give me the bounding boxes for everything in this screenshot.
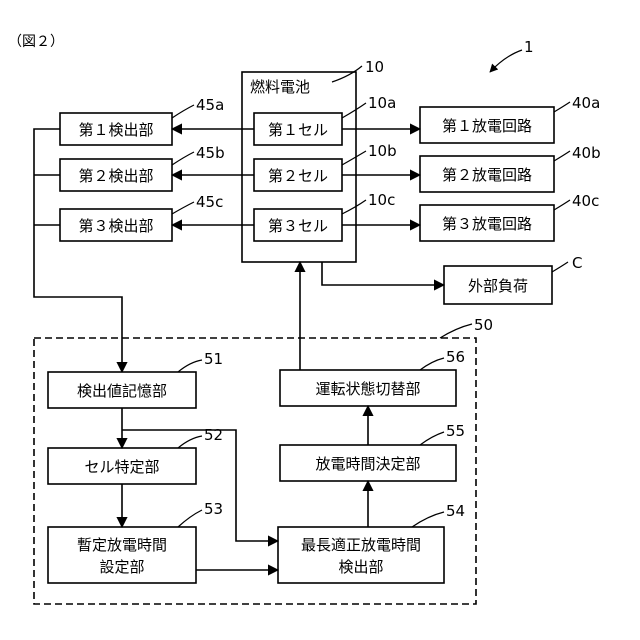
cell-identify-ref: 52: [204, 426, 223, 444]
detector-3-label: 第３検出部: [78, 217, 153, 235]
decide-block-label: 放電時間決定部: [315, 455, 420, 473]
discharge-2-ref: 40b: [572, 144, 601, 162]
switch-block-label: 運転状態切替部: [315, 380, 420, 398]
system-ref-arrow: [490, 50, 522, 72]
detector-1-ref: 45a: [196, 96, 224, 114]
detector-2-label: 第２検出部: [78, 167, 153, 185]
cell-identify-leader: [178, 436, 202, 448]
cell-1-label: 第１セル: [268, 121, 328, 139]
memory-block-ref: 51: [204, 350, 223, 368]
cell-2-ref: 10b: [368, 142, 397, 160]
decide-block-ref: 55: [446, 422, 465, 440]
switch-block-leader: [420, 358, 444, 370]
memory-block-leader: [178, 360, 202, 372]
decide-block-leader: [420, 432, 444, 445]
detector-3-leader: [172, 202, 194, 214]
cell-3-ref: 10c: [368, 191, 395, 209]
cell-3-label: 第３セル: [268, 217, 328, 235]
discharge-3-leader: [554, 200, 570, 210]
discharge-1-leader: [554, 102, 570, 112]
memory-block-label: 検出値記憶部: [77, 382, 167, 400]
fuel-cell-label: 燃料電池: [250, 78, 310, 96]
controller-leader: [440, 324, 472, 338]
discharge-2-label: 第２放電回路: [442, 166, 532, 184]
longest-block-line1: 最長適正放電時間: [301, 536, 421, 554]
external-load-leader: [552, 262, 568, 272]
cell-identify-label: セル特定部: [84, 458, 159, 476]
cell-2-label: 第２セル: [268, 167, 328, 185]
discharge-1-ref: 40a: [572, 94, 600, 112]
detector-2-ref: 45b: [196, 144, 225, 162]
fuelcell-to-load-arrow: [322, 262, 444, 285]
system-ref: 1: [524, 38, 534, 56]
fuel-cell-ref: 10: [365, 58, 384, 76]
controller-ref: 50: [474, 316, 493, 334]
detector-1-label: 第１検出部: [78, 121, 153, 139]
provisional-block-leader: [178, 510, 202, 527]
switch-block-ref: 56: [446, 348, 465, 366]
external-load-ref: C: [572, 254, 582, 272]
cell-1-ref: 10a: [368, 94, 396, 112]
discharge-1-label: 第１放電回路: [442, 117, 532, 135]
detector-2-leader: [172, 152, 194, 165]
figure-label: （図２）: [8, 34, 64, 50]
discharge-3-ref: 40c: [572, 192, 599, 210]
discharge-3-label: 第３放電回路: [442, 215, 532, 233]
provisional-block-line2: 設定部: [99, 558, 144, 576]
discharge-2-leader: [554, 151, 570, 161]
memory-to-longest-arrow: [122, 430, 278, 541]
longest-block-ref: 54: [446, 502, 465, 520]
longest-block-line2: 検出部: [338, 558, 383, 576]
longest-block-leader: [412, 512, 444, 527]
external-load-label: 外部負荷: [468, 277, 528, 295]
detector-1-leader: [172, 105, 194, 118]
detector-3-ref: 45c: [196, 193, 223, 211]
provisional-block-ref: 53: [204, 500, 223, 518]
provisional-block-line1: 暫定放電時間: [77, 536, 167, 554]
